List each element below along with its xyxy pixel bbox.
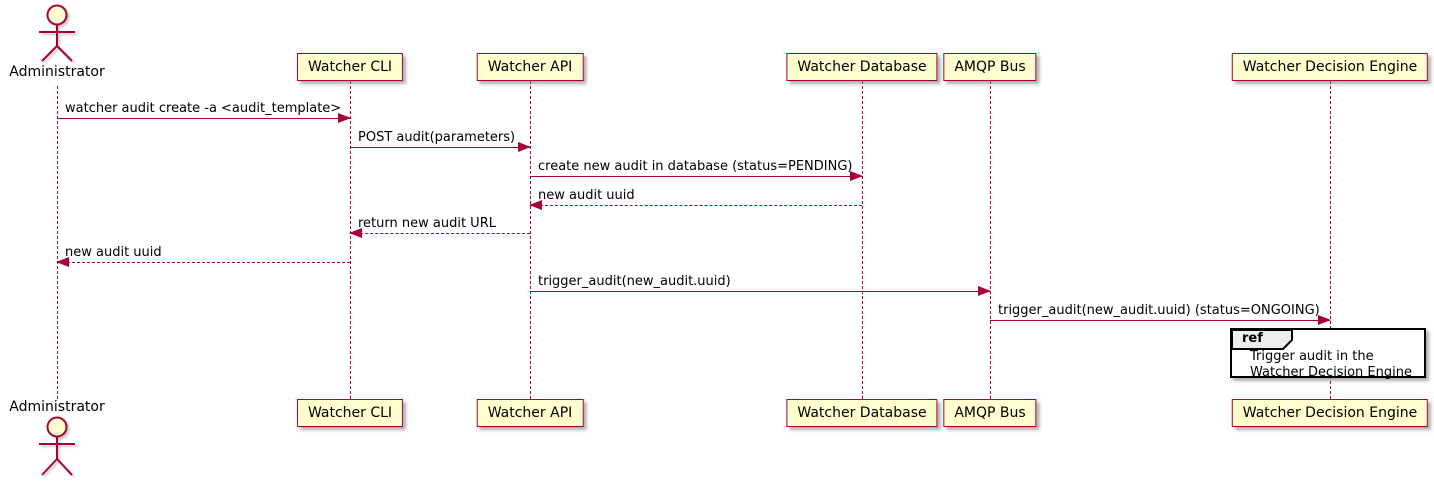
message-line (57, 118, 350, 119)
message-label: POST audit(parameters) (358, 130, 516, 145)
ref-fragment: ref Trigger audit in the Watcher Decisio… (1230, 328, 1426, 381)
message-2: POST audit(parameters) (350, 130, 531, 152)
participant-label: Watcher Database (797, 405, 927, 421)
message-label: trigger_audit(new_audit.uuid) (538, 274, 731, 289)
actor-administrator-bottom: Administrator (9, 399, 105, 415)
message-8: trigger_audit(new_audit.uuid) (status=ON… (990, 303, 1331, 325)
lifeline-watcher-cli (350, 81, 351, 399)
ref-tab (1231, 329, 1293, 350)
actor-administrator-top: Administrator (9, 64, 105, 80)
participant-watcher-database-top: Watcher Database (786, 53, 938, 81)
lifeline-amqp-bus (990, 81, 991, 399)
actor-icon (39, 416, 75, 476)
participant-amqp-bus-bottom: AMQP Bus (943, 399, 1037, 427)
ref-text-line: Trigger audit in the (1250, 349, 1374, 364)
message-line (530, 291, 990, 292)
participant-watcher-decision-engine-bottom: Watcher Decision Engine (1231, 399, 1429, 427)
message-label: watcher audit create -a <audit_template> (65, 101, 342, 116)
arrowhead-right-icon (518, 142, 531, 152)
message-6: new audit uuid (56, 245, 350, 267)
lifeline-watcher-api (530, 81, 531, 399)
participant-watcher-cli-top: Watcher CLI (296, 53, 404, 81)
arrowhead-left-icon (349, 228, 362, 238)
participant-watcher-database-bottom: Watcher Database (786, 399, 938, 427)
lifeline-watcher-database (862, 81, 863, 399)
ref-keyword: ref (1242, 331, 1263, 346)
ref-text: Trigger audit in the Watcher Decision En… (1250, 349, 1412, 381)
ref-text-line: Watcher Decision Engine (1250, 365, 1412, 380)
participant-watcher-decision-engine-top: Watcher Decision Engine (1231, 53, 1429, 81)
arrowhead-right-icon (1318, 315, 1331, 325)
participant-watcher-api-bottom: Watcher API (476, 399, 584, 427)
actor-icon (39, 4, 75, 62)
message-label: new audit uuid (538, 188, 635, 203)
message-4: new audit uuid (529, 188, 862, 210)
arrowhead-left-icon (56, 257, 69, 267)
message-1: watcher audit create -a <audit_template> (57, 101, 351, 123)
lifeline-watcher-decision-engine (1330, 81, 1331, 399)
message-line (350, 233, 530, 234)
message-line (350, 147, 530, 148)
participant-label: Watcher Database (797, 59, 927, 75)
participant-amqp-bus-top: AMQP Bus (943, 53, 1037, 81)
message-label: new audit uuid (65, 245, 162, 260)
participant-label: Watcher API (487, 59, 573, 75)
arrowhead-right-icon (850, 171, 863, 181)
message-label: trigger_audit(new_audit.uuid) (status=ON… (998, 303, 1320, 318)
message-label: create new audit in database (status=PEN… (538, 159, 853, 174)
participant-label: AMQP Bus (954, 405, 1026, 421)
message-line (57, 262, 350, 263)
arrowhead-right-icon (978, 286, 991, 296)
participant-label: Watcher CLI (307, 59, 393, 75)
participant-watcher-api-top: Watcher API (476, 53, 584, 81)
message-3: create new audit in database (status=PEN… (530, 159, 863, 181)
message-line (990, 320, 1330, 321)
participant-label: AMQP Bus (954, 59, 1026, 75)
message-line (530, 176, 862, 177)
lifeline-administrator (57, 86, 58, 399)
participant-label: Watcher Decision Engine (1242, 405, 1418, 421)
message-5: return new audit URL (349, 216, 530, 238)
arrowhead-left-icon (529, 200, 542, 210)
message-label: return new audit URL (358, 216, 496, 231)
participant-watcher-cli-bottom: Watcher CLI (296, 399, 404, 427)
participant-label: Watcher API (487, 405, 573, 421)
message-7: trigger_audit(new_audit.uuid) (530, 274, 991, 296)
message-line (530, 205, 862, 206)
participant-label: Watcher Decision Engine (1242, 59, 1418, 75)
participant-label: Watcher CLI (307, 405, 393, 421)
arrowhead-right-icon (338, 113, 351, 123)
